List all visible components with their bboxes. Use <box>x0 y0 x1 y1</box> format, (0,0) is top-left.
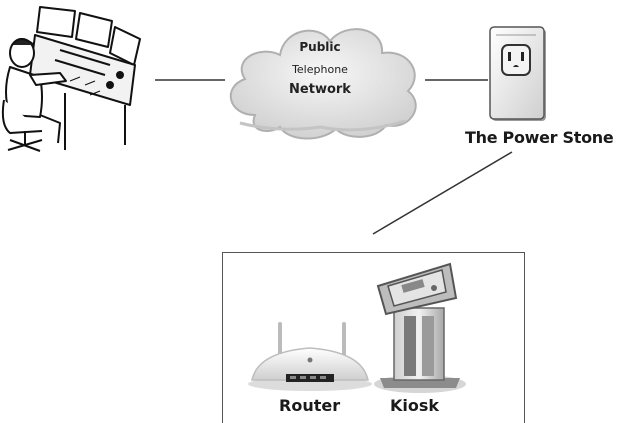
router-icon <box>248 322 372 391</box>
cloud-label-network: Network <box>289 82 351 97</box>
cloud-label-telephone: Telephone <box>292 63 348 76</box>
cloud-label-public: Public <box>299 40 341 54</box>
device-box <box>222 252 525 423</box>
router-label: Router <box>279 396 341 415</box>
power-outlet-icon <box>489 26 546 121</box>
operator-console-icon <box>1 6 141 152</box>
kiosk-label: Kiosk <box>390 396 440 415</box>
power-stone-label: The Power Stone <box>465 128 614 147</box>
cloud-icon <box>229 28 417 140</box>
kiosk-icon <box>374 262 466 393</box>
outlet-to-box-line <box>372 151 513 235</box>
